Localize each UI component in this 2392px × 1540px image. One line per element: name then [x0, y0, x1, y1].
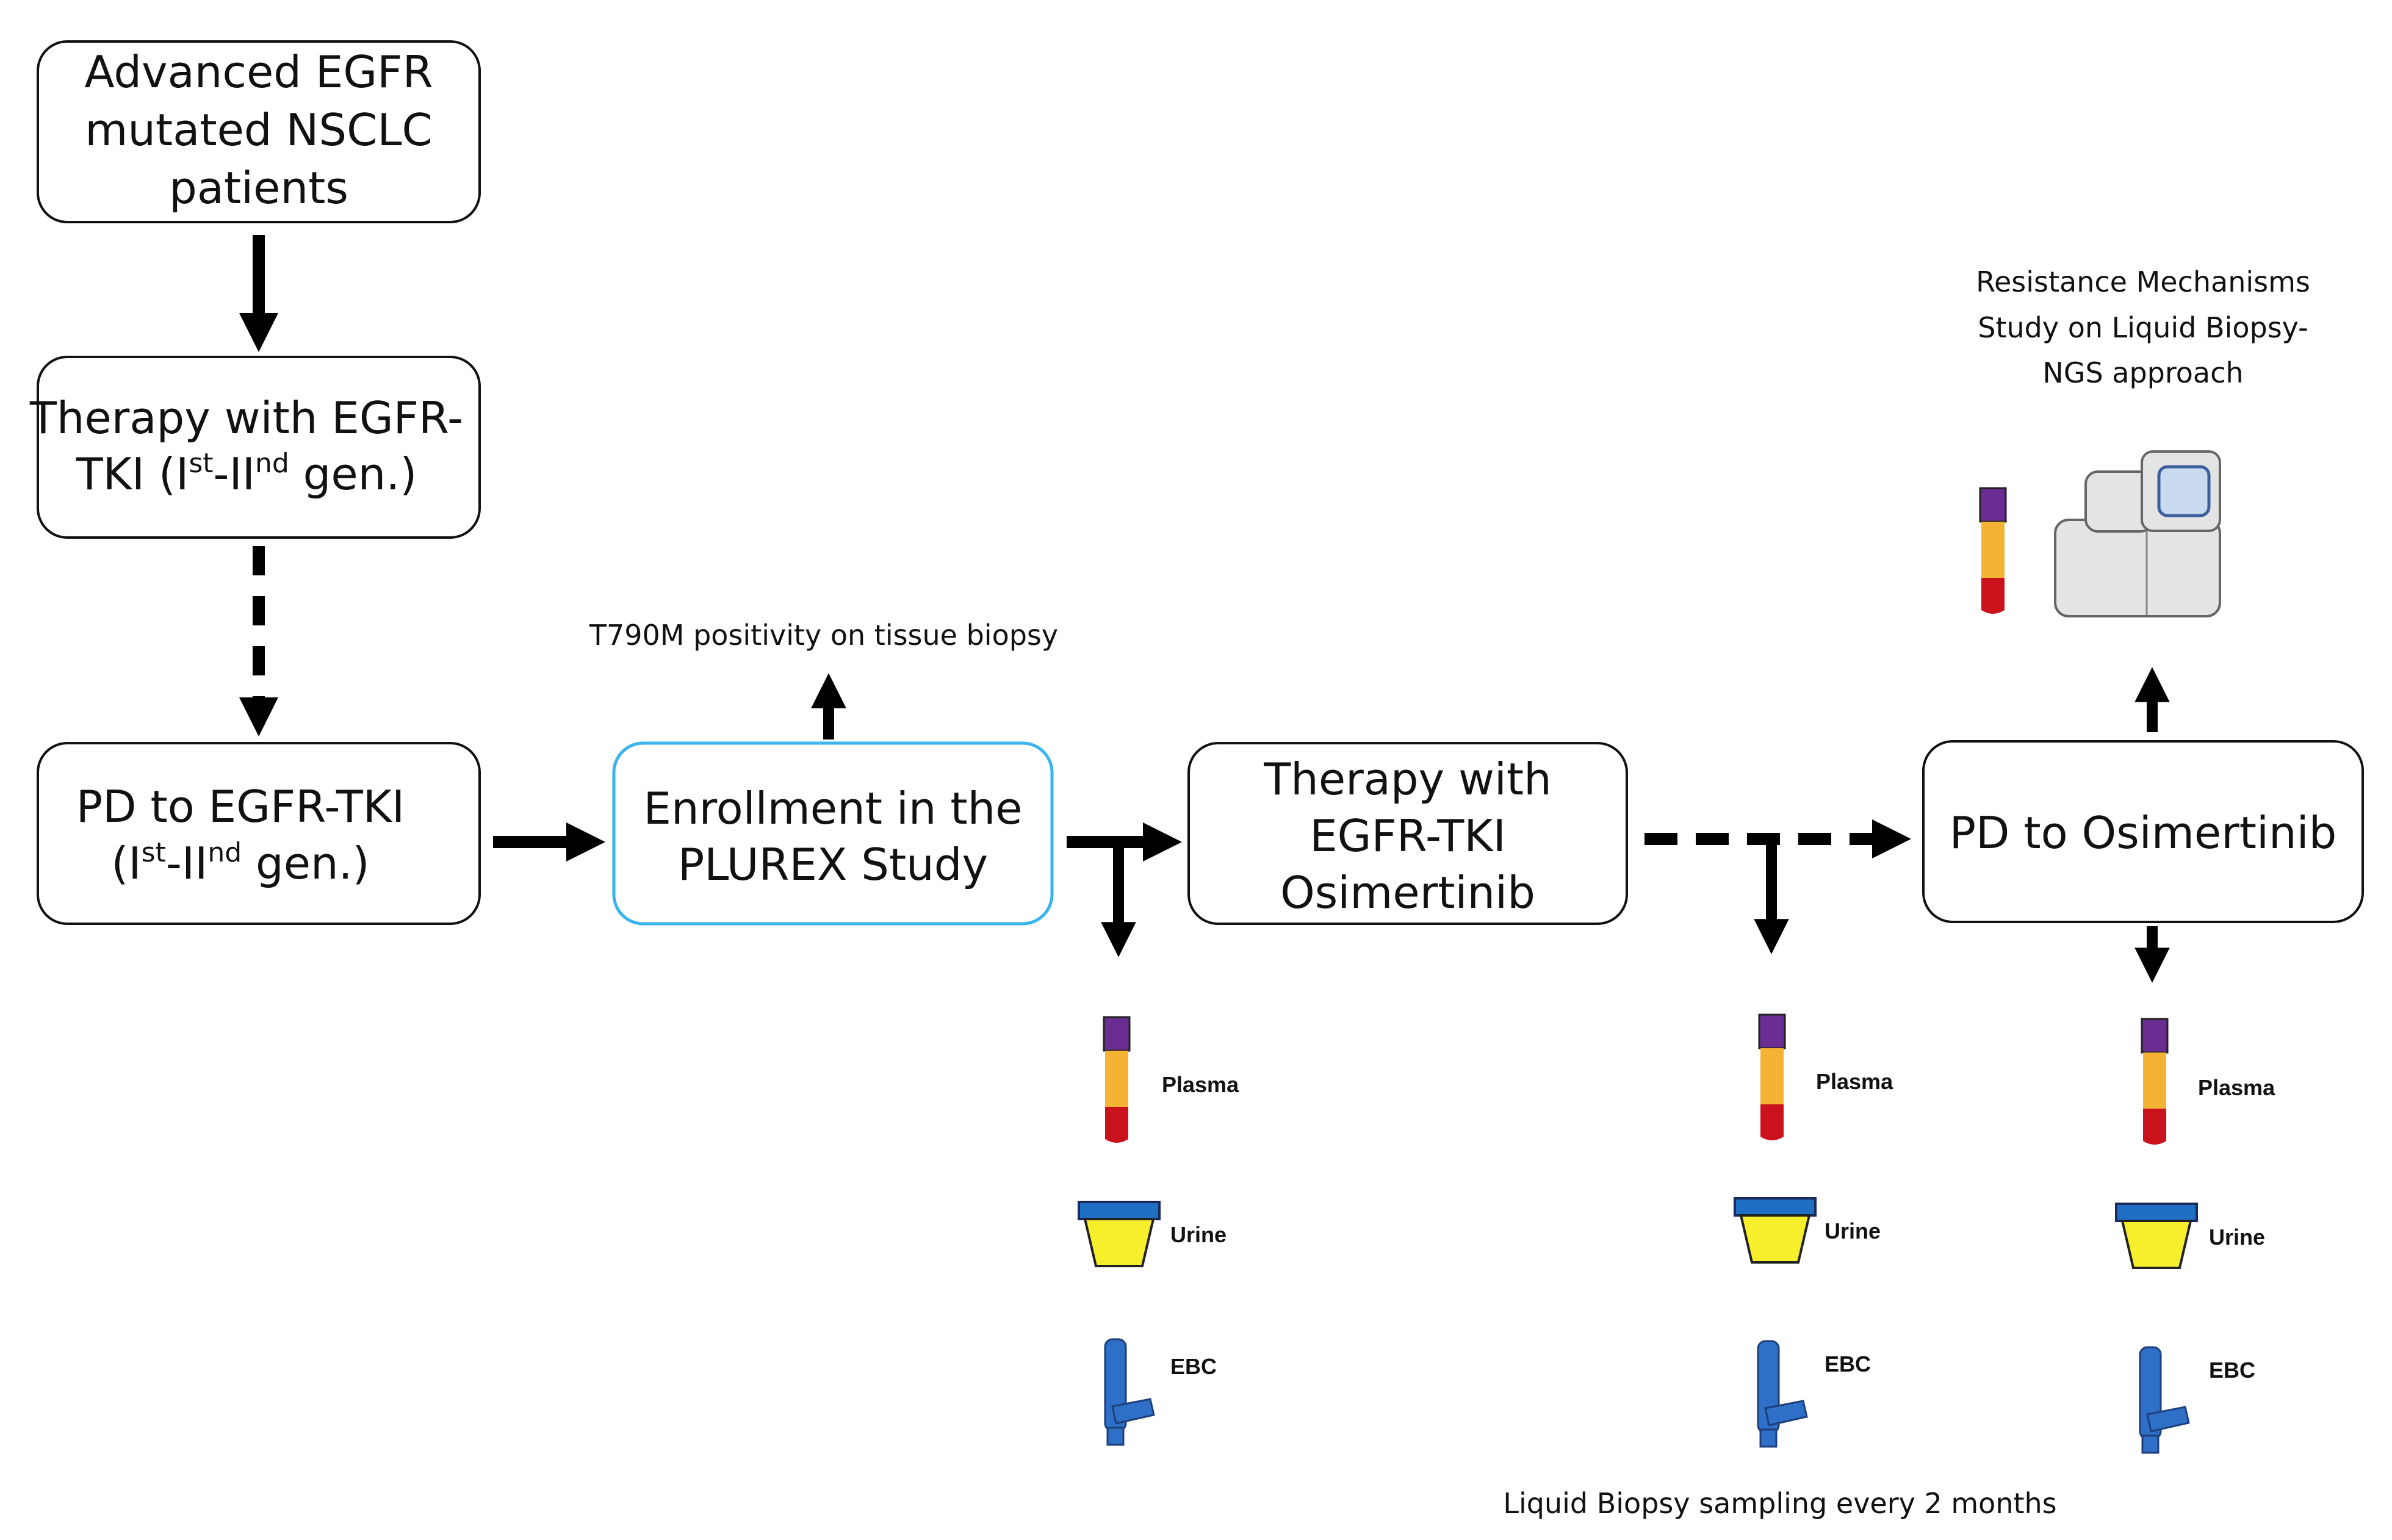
blood-tube-icon [1979, 487, 2007, 615]
ebc-label: EBC [1825, 1351, 1871, 1376]
blood-tube-icon [1103, 1016, 1131, 1144]
ebc-label: EBC [1170, 1354, 1217, 1379]
patients-box-line-2: mutated NSCLC [85, 104, 432, 156]
sampling-annotation: Liquid Biopsy sampling every 2 months [1503, 1487, 2056, 1520]
ebc-label: EBC [2209, 1358, 2255, 1383]
urine-container-icon [2115, 1203, 2198, 1269]
plasma-label: Plasma [1816, 1069, 1893, 1094]
enrollment-line-2: PLUREX Study [678, 839, 988, 890]
patients-box-line-3: patients [169, 162, 348, 214]
ngs-sequencer-icon [2054, 450, 2221, 617]
blood-tube-icon [2141, 1018, 2169, 1146]
plasma-label: Plasma [1162, 1072, 1239, 1097]
urine-label: Urine [1170, 1222, 1227, 1247]
osimertinib-therapy-line-2: EGFR-TKI [1309, 810, 1506, 862]
enrollment-box [612, 741, 1054, 926]
ebc-collector-icon [1104, 1338, 1155, 1446]
pd-first-line-box [37, 742, 481, 925]
urine-label: Urine [2209, 1225, 2265, 1250]
pd-first-line-line-2: (Ist-IInd gen.) [111, 837, 369, 889]
pd-osimertinib-line-1: PD to Osimertinib [1950, 807, 2337, 858]
osimertinib-therapy-box [1187, 742, 1628, 925]
first-line-therapy-line-2: TKI (Ist-IInd gen.) [76, 448, 417, 500]
ebc-collector-icon [1757, 1340, 1808, 1448]
osimertinib-therapy-line-1: Therapy with [1263, 754, 1552, 805]
resistance-annotation-line-1: Resistance Mechanisms [1976, 265, 2310, 298]
urine-label: Urine [1825, 1218, 1881, 1243]
ebc-collector-icon [2139, 1346, 2190, 1454]
pd-first-line-line-1: PD to EGFR-TKI [76, 781, 405, 832]
resistance-annotation-line-3: NGS approach [2042, 356, 2243, 389]
resistance-annotation-line-2: Study on Liquid Biopsy- [1978, 311, 2308, 344]
first-line-therapy-line-1: Therapy with EGFR- [29, 392, 463, 444]
patients-box [37, 40, 481, 223]
patients-box-line-1: Advanced EGFR [84, 46, 433, 98]
plasma-label: Plasma [2198, 1075, 2275, 1100]
osimertinib-therapy-line-3: Osimertinib [1280, 867, 1535, 918]
urine-container-icon [1734, 1197, 1817, 1264]
first-line-therapy-box [37, 356, 481, 539]
pd-osimertinib-box [1922, 740, 2364, 923]
urine-container-icon [1078, 1201, 1161, 1267]
t790m-annotation: T790M positivity on tissue biopsy [589, 619, 1058, 652]
enrollment-line-1: Enrollment in the [643, 783, 1022, 834]
blood-tube-icon [1758, 1013, 1786, 1142]
